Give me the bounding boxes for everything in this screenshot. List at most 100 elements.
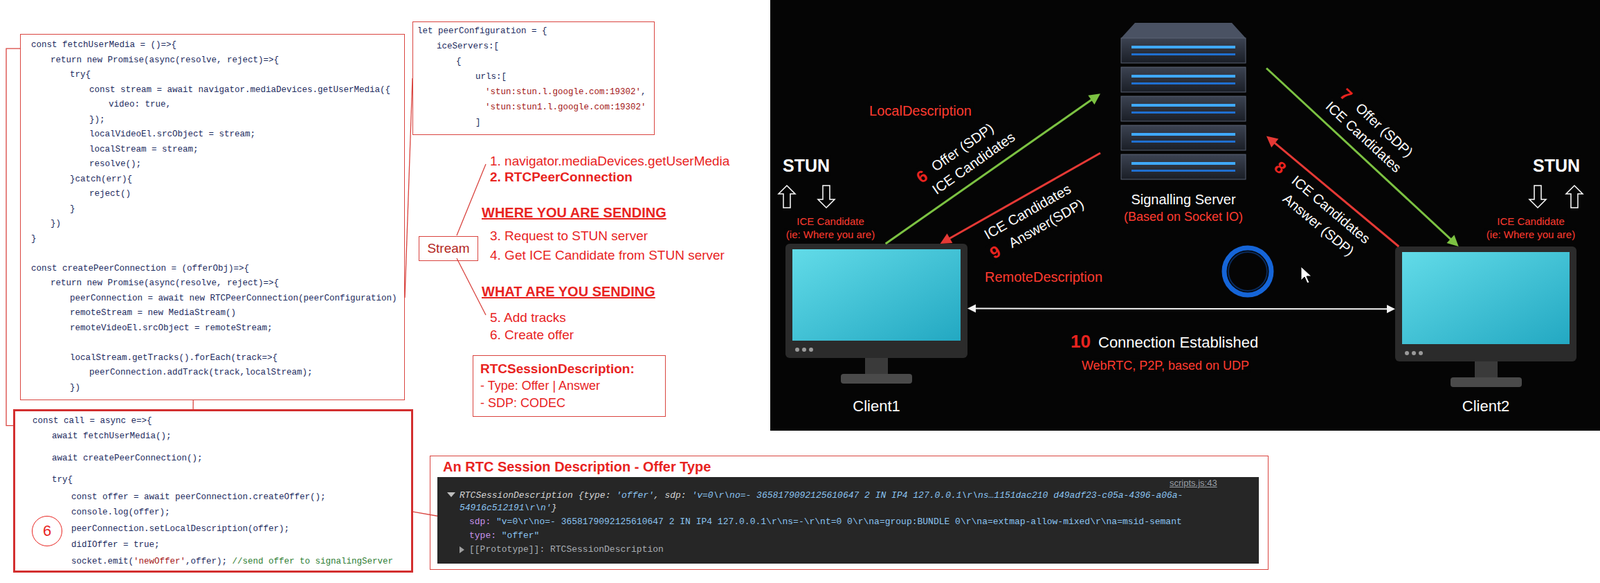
- connector: [193, 400, 194, 409]
- code-token: 'newOffer': [133, 556, 186, 567]
- code-line: didIOffer = true;: [71, 537, 160, 553]
- code-token: 'stun:stun.l.google.com:19302': [485, 87, 641, 97]
- code-token: "v=0\r\no=- 3658179092125610647 2 IN IP4…: [496, 516, 1183, 527]
- code-line: }): [50, 216, 61, 232]
- code-line: const stream = await navigator.mediaDevi…: [89, 83, 391, 98]
- config-panel: let peerConfiguration = {iceServers:[{ ur…: [412, 21, 655, 135]
- note-text: ICE Candidate: [795, 215, 866, 227]
- box-text: RTCSessionDescription:: [480, 359, 659, 378]
- arrow-head: [1266, 136, 1279, 148]
- connector-line: [404, 78, 413, 298]
- code-line: remoteStream = new MediaStream(): [69, 305, 236, 321]
- monitor-illustration: [1395, 246, 1577, 387]
- leader-line: [456, 258, 486, 315]
- stream-box: Stream: [418, 235, 479, 261]
- code-line: video: true,: [108, 97, 171, 113]
- code-line: peerConnection.setLocalDescription(offer…: [71, 521, 290, 537]
- offer-example-box: An RTC Session Description - Offer Types…: [429, 455, 1269, 570]
- step-text: 3. Request to STUN server: [489, 228, 648, 244]
- signalling-server: Signalling Server(Based on Socket IO): [1100, 17, 1267, 187]
- arrow-head: [967, 304, 976, 313]
- callout-number: 8: [1269, 156, 1291, 179]
- code-line: try{: [69, 67, 91, 83]
- arrow-head: [1447, 234, 1459, 247]
- code-line: ]: [475, 115, 481, 131]
- code-line: return new Promise(async(resolve, reject…: [50, 276, 279, 291]
- node-caption: Client2: [1325, 397, 1600, 416]
- console-background: [437, 476, 1259, 564]
- code-line: socket.emit('newOffer',offer); //send of…: [71, 554, 394, 569]
- console-line: sdp: "v=0\r\no=- 3658179092125610647 2 I…: [469, 515, 1183, 529]
- callout-number: 10: [1069, 331, 1093, 353]
- collapse-triangle: [459, 546, 465, 553]
- code-line: }: [31, 231, 37, 247]
- code-line: });: [89, 112, 106, 128]
- code-line: urls:[: [475, 69, 507, 85]
- step-text: 4. Get ICE Candidate from STUN server: [489, 247, 725, 263]
- code-line: resolve();: [89, 157, 142, 172]
- code-line: peerConnection = await new RTCPeerConnec…: [69, 291, 398, 306]
- leader-line: [456, 164, 486, 236]
- code-token: "offer": [501, 530, 540, 541]
- step-text: 5. Add tracks: [489, 310, 567, 326]
- code-line: return new Promise(async(resolve, reject…: [50, 53, 279, 68]
- code-line: let peerConfiguration = {: [417, 24, 548, 39]
- box-text: - SDP: CODEC: [480, 394, 659, 412]
- monitor-illustration: [785, 243, 968, 384]
- code-line: iceServers:[: [436, 39, 499, 54]
- box-text: - Type: Offer | Answer: [480, 377, 659, 395]
- connector: [413, 511, 438, 516]
- code-panel: const fetchUserMedia = ()=>{return new P…: [20, 33, 405, 400]
- stun-arrows: [778, 185, 1583, 208]
- console-line: scripts.js:43: [1169, 477, 1218, 488]
- code-line: 'stun:stun.l.google.com:19302',: [485, 85, 647, 100]
- stun-label: STUN: [781, 155, 832, 176]
- arrow-head: [940, 233, 953, 244]
- code-line: {: [456, 54, 462, 70]
- note-text: (ie: Where you are): [784, 228, 877, 241]
- server-illustration: [1121, 22, 1246, 180]
- loading-ring: [1224, 247, 1272, 295]
- call-panel: const call = async e=>{await fetchUserMe…: [13, 408, 414, 573]
- code-token: 'v=0\r\no=- 3658179092125610647 2 IN IP4…: [459, 489, 1183, 513]
- description-tag: RemoteDescription: [983, 269, 1104, 286]
- mouse-cursor: [1301, 266, 1312, 284]
- code-line: localVideoEl.srcObject = stream;: [89, 127, 256, 142]
- code-line: await createPeerConnection();: [51, 451, 203, 466]
- code-line: }): [69, 380, 81, 396]
- note-text: WebRTC, P2P, based on UDP: [1080, 358, 1251, 374]
- code-token: 'offer': [615, 489, 654, 501]
- connector: [1266, 68, 1459, 248]
- note-text: (ie: Where you are): [1485, 228, 1577, 241]
- console-line: type: "offer": [469, 529, 540, 542]
- stun-label: STUN: [1531, 155, 1582, 176]
- code-line: localStream = stream;: [89, 142, 199, 158]
- arrow-head: [1386, 304, 1396, 313]
- code-token: //send offer to signalingServer: [232, 556, 394, 567]
- step-text: 6. Create offer: [489, 327, 574, 343]
- callout-number: 6: [42, 521, 52, 540]
- node-caption: Client1: [716, 397, 1037, 416]
- code-line: localStream.getTracks().forEach(track=>{: [69, 350, 278, 366]
- connector: [967, 304, 1396, 314]
- description-tag: LocalDescription: [867, 103, 974, 120]
- code-line: try{: [51, 472, 73, 488]
- step-circle: 6: [31, 515, 63, 547]
- session-desc-box: RTCSessionDescription:- Type: Offer | An…: [472, 355, 666, 417]
- connector-line: [192, 400, 194, 409]
- connector: [6, 48, 21, 425]
- code-line: await fetchUserMedia();: [51, 429, 172, 444]
- code-line: const fetchUserMedia = ()=>{: [31, 38, 177, 53]
- code-token: 'stun:stun1.l.google.com:19302': [485, 102, 647, 113]
- client-monitor: Client1: [785, 243, 968, 388]
- code-line: peerConnection.addTrack(track,localStrea…: [89, 365, 313, 380]
- code-line: remoteVideoEl.srcObject = remoteStream;: [69, 321, 273, 336]
- arrow-head: [1087, 93, 1101, 105]
- code-line: console.log(offer);: [71, 505, 171, 520]
- callout-number: 9: [985, 240, 1006, 264]
- connector-line: [6, 48, 21, 425]
- note-text: ICE Candidate: [1495, 215, 1567, 227]
- dark-panel: [770, 0, 1600, 431]
- connector-line: [974, 307, 1389, 311]
